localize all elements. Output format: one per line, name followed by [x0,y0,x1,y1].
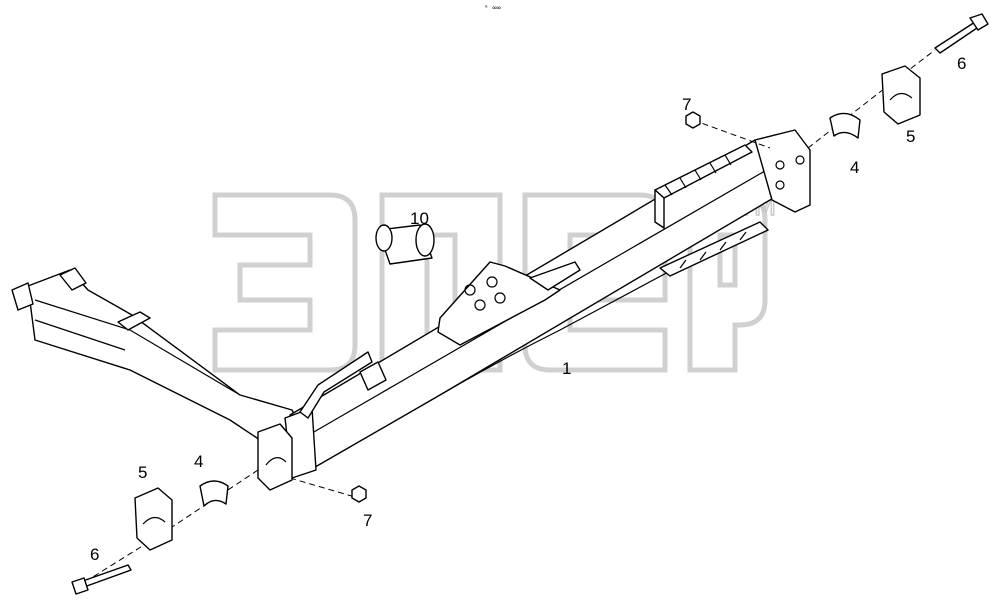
callout-10: 10 [410,209,429,228]
callout-1: 1 [562,359,571,378]
callout-7-top: 7 [682,95,691,114]
bushing-part-10 [375,223,435,265]
right-clamp-set [685,13,989,149]
main-frame-beam [11,129,811,479]
callout-7-bottom: 7 [363,511,372,530]
header-mark: ᵐ ∞∞ [484,4,501,12]
left-clamp-set [71,423,367,595]
callout-5-left: 5 [138,463,147,482]
callout-5-right: 5 [906,127,915,146]
callouts: 1 4 4 5 5 6 6 7 7 10 [90,54,966,564]
callout-6-right: 6 [957,54,966,73]
callout-6-left: 6 [90,545,99,564]
callout-4-left: 4 [194,452,203,471]
callout-4-right: 4 [850,158,859,177]
